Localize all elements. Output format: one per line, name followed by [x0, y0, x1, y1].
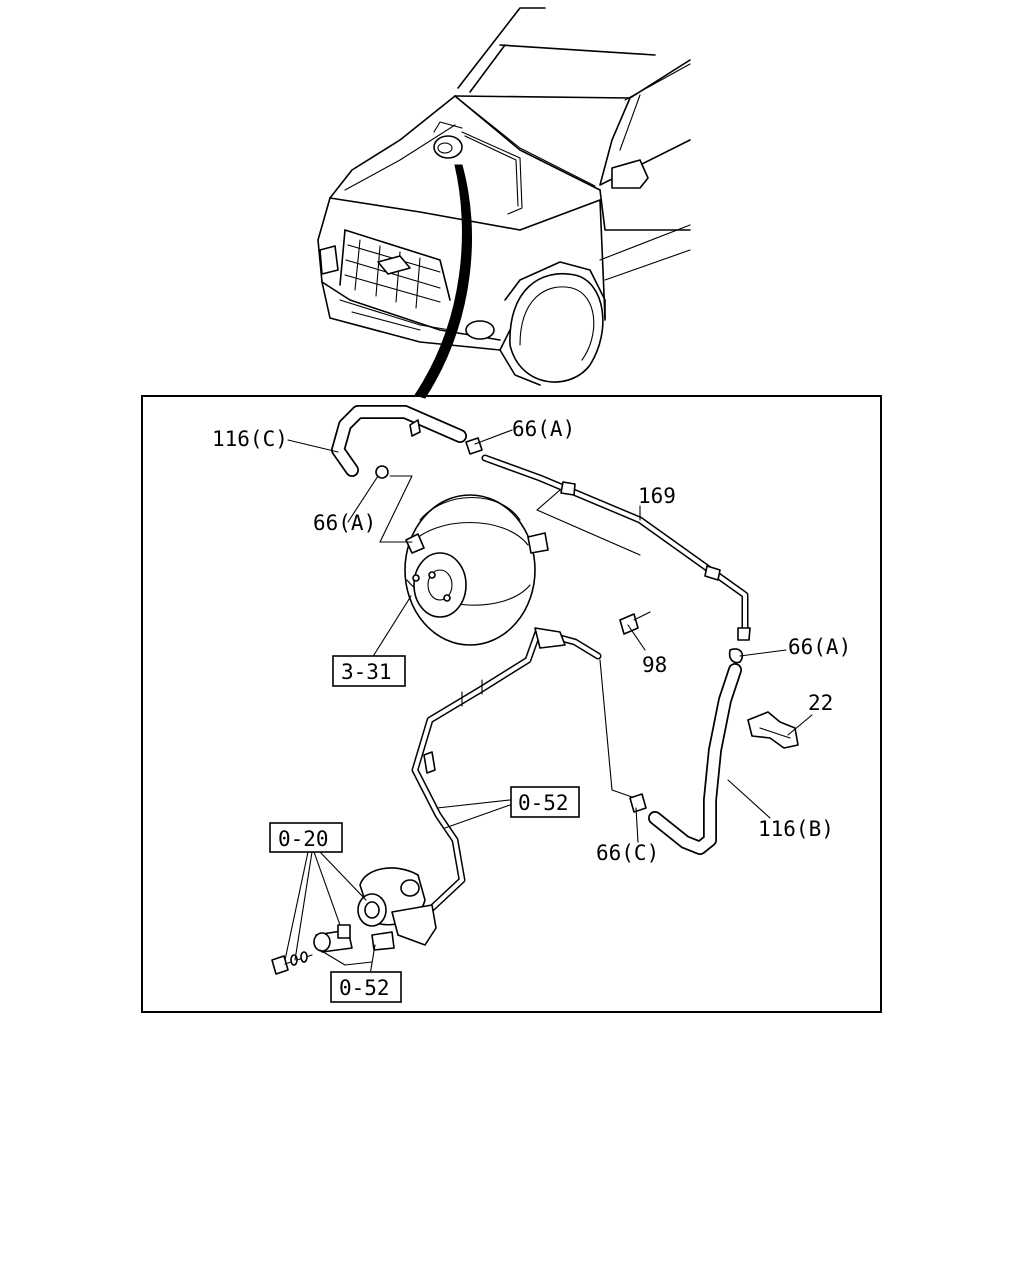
label-bolt: 98: [642, 653, 667, 677]
brake-booster: [404, 494, 549, 646]
label-ref-052-mid: 0-52: [518, 791, 569, 815]
upper-hose: [331, 405, 467, 477]
clamp-right: [728, 648, 744, 664]
label-clip: 22: [808, 691, 833, 715]
bolt-98: [619, 611, 651, 635]
leader-lines: [284, 429, 813, 976]
ref-box-020: [269, 822, 343, 853]
ref-box-052-bottom: [330, 971, 402, 1003]
label-booster-ref: 3-31: [341, 660, 392, 684]
label-clamp-top: 66(A): [512, 417, 575, 441]
ref-box-052-mid: [510, 786, 580, 818]
label-clamp-right: 66(A): [788, 635, 851, 659]
detail-frame: [141, 395, 882, 1013]
clamp-upper-left: [375, 465, 389, 479]
ref-box-331: [332, 655, 406, 687]
vacuum-pump: [313, 867, 437, 966]
label-hose-right: 116(B): [758, 817, 834, 841]
label-ref-052-bottom: 0-52: [339, 976, 390, 1000]
label-hose-upper: 116(C): [212, 427, 288, 451]
label-clamp-booster: 66(A): [313, 511, 376, 535]
right-hose: [648, 663, 742, 855]
clamp-upper-top: [465, 437, 483, 455]
clip-22: [747, 711, 799, 749]
label-clamp-lower: 66(C): [596, 841, 659, 865]
lower-pipe: [396, 627, 636, 922]
bolt-020: [271, 951, 313, 975]
clamp-lower: [629, 793, 647, 813]
label-ref-020: 0-20: [278, 827, 329, 851]
vehicle-illustration: [317, 7, 691, 399]
label-pipe: 169: [638, 484, 676, 508]
